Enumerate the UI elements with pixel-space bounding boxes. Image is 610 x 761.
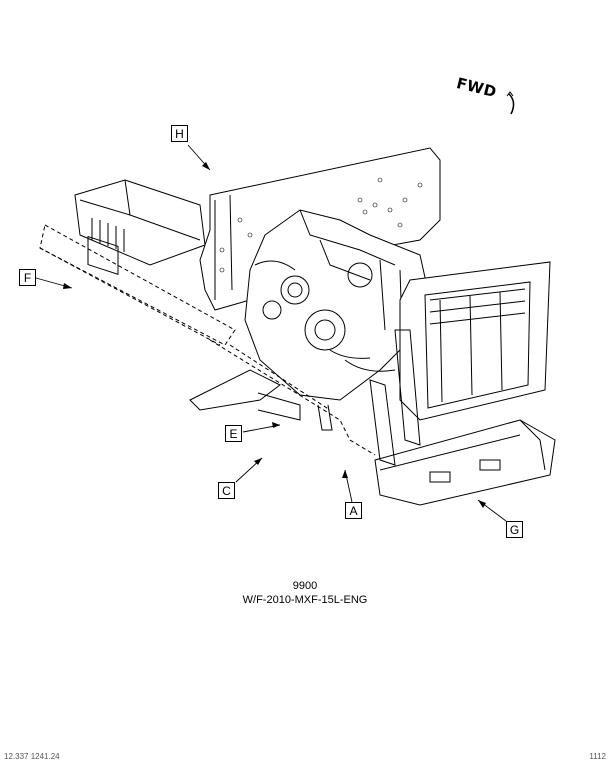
figure-identifier: W/F-2010-MXF-15L-ENG bbox=[242, 594, 368, 606]
fwd-arrow-head bbox=[506, 91, 514, 97]
callout-f: F bbox=[19, 269, 36, 286]
lower-chassis-outline bbox=[209, 339, 376, 456]
callout-c: C bbox=[218, 482, 235, 499]
lower-bracket bbox=[189, 369, 333, 431]
front-crossmember bbox=[374, 419, 556, 506]
callout-a: A bbox=[345, 502, 362, 519]
left-frame-rail bbox=[39, 224, 236, 346]
radiator-assembly bbox=[399, 261, 551, 421]
callout-h: H bbox=[171, 125, 188, 142]
right-frame-members bbox=[369, 329, 421, 466]
callout-g: G bbox=[506, 521, 523, 538]
callout-e: E bbox=[225, 425, 242, 442]
fwd-arrow-icon bbox=[508, 93, 515, 115]
figure-number: 9900 bbox=[292, 580, 318, 592]
engine-block bbox=[244, 209, 431, 401]
footer-left-text: 12.337 1241.24 bbox=[4, 752, 60, 761]
leader-arrowheads bbox=[63, 162, 486, 508]
footer-right-text: 1112 bbox=[589, 752, 606, 761]
electronic-module-box bbox=[74, 179, 206, 276]
